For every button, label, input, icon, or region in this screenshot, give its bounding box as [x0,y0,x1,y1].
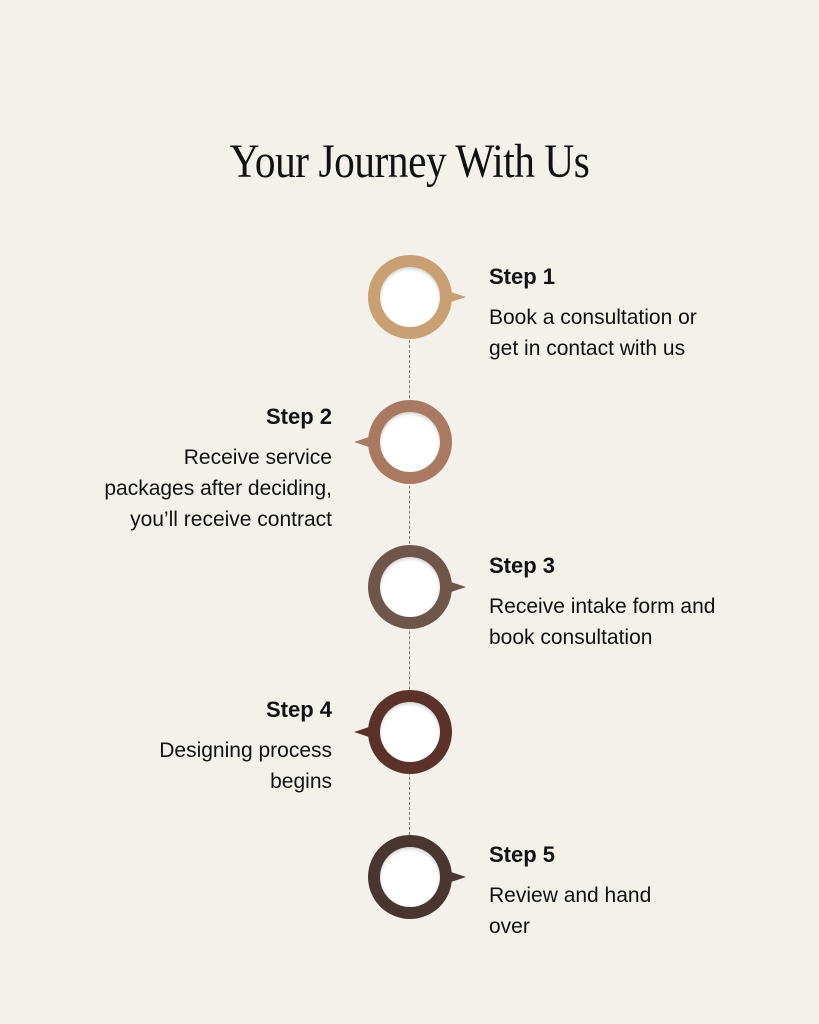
step-4-description: Designing process begins [159,735,332,797]
step-3-pointer [448,581,466,593]
step-3-description: Receive intake form and book consultatio… [489,591,715,653]
step-5-description-line: Review and hand [489,884,652,907]
step-2-description-line: packages after deciding, [104,477,332,500]
step-2-description-line: you’ll receive contract [130,508,332,531]
step-2-description-line: Receive service [183,446,332,469]
step-1-description: Book a consultation or get in contact wi… [489,302,697,364]
page-title: Your Journey With Us [229,135,590,189]
step-5-circle-icon [368,835,466,919]
step-1-description-line: get in contact with us [489,337,686,360]
step-1-description-line: Book a consultation or [489,306,697,329]
step-5-title: Step 5 [489,842,556,867]
step-4-description-line: begins [270,770,332,793]
step-3-description-line: book consultation [489,626,653,649]
step-1-circle-icon [368,255,466,339]
step-1-pointer [448,291,466,303]
step-4-title: Step 4 [265,697,332,722]
step-1-title: Step 1 [489,264,556,289]
step-5-description: Review and hand over [489,880,651,942]
step-4-description-line: Designing process [159,739,332,762]
step-5-description-line: over [489,915,530,938]
step-5-pointer [448,871,466,883]
step-3-description-line: Receive intake form and [489,595,716,618]
step-3-title: Step 3 [489,553,556,578]
step-3-circle-icon [368,545,466,629]
step-2-pointer [354,436,372,448]
step-4-circle-icon [354,690,452,774]
step-4-pointer [354,726,372,738]
step-2-title: Step 2 [265,404,332,429]
step-2-circle-icon [354,400,452,484]
step-2-description: Receive service packages after deciding,… [104,442,332,535]
